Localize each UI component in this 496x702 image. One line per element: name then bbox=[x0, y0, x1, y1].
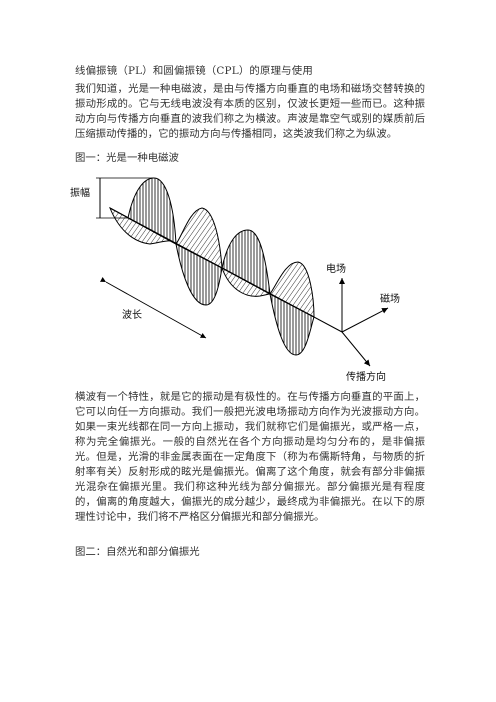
label-amplitude: 振幅 bbox=[70, 186, 90, 199]
em-wave-figure: 振幅 波长 电场 磁场 传播方向 bbox=[70, 170, 420, 385]
e-field-lobe bbox=[269, 293, 315, 356]
label-magnetic-field: 磁场 bbox=[380, 292, 400, 305]
label-electric-field: 电场 bbox=[326, 262, 346, 275]
wavelength-dimension bbox=[99, 277, 207, 339]
figure2-caption: 图二：自然光和部分偏振光 bbox=[75, 546, 200, 558]
direction-arrow bbox=[341, 331, 371, 367]
b-field-lobe bbox=[221, 266, 271, 297]
figure1-caption: 图一：光是一种电磁波 bbox=[75, 152, 179, 164]
document-title: 线偏振镜（PL）和圆偏振镜（CPL）的原理与使用 bbox=[75, 65, 313, 77]
paragraph-polarization: 横波有一个特性，就是它的振动是有极性的。在与传播方向垂直的平面上，它可以向任一方… bbox=[75, 391, 425, 523]
em-wave-diagram: 振幅 波长 电场 磁场 传播方向 bbox=[70, 177, 400, 383]
e-field-lobe bbox=[221, 229, 271, 295]
e-field-lobe bbox=[127, 177, 177, 245]
paragraph-intro: 我们知道，光是一种电磁波，是由与传播方向垂直的电场和磁场交替转换的振动形成的。它… bbox=[75, 83, 425, 140]
b-field-lobe bbox=[269, 261, 315, 318]
label-propagation-direction: 传播方向 bbox=[346, 370, 386, 383]
b-field-lobe bbox=[175, 207, 223, 269]
label-wavelength: 波长 bbox=[122, 308, 142, 321]
b-field-lobe bbox=[109, 206, 177, 245]
e-field-lobe bbox=[175, 243, 223, 306]
b-axis-arrow bbox=[341, 307, 389, 333]
